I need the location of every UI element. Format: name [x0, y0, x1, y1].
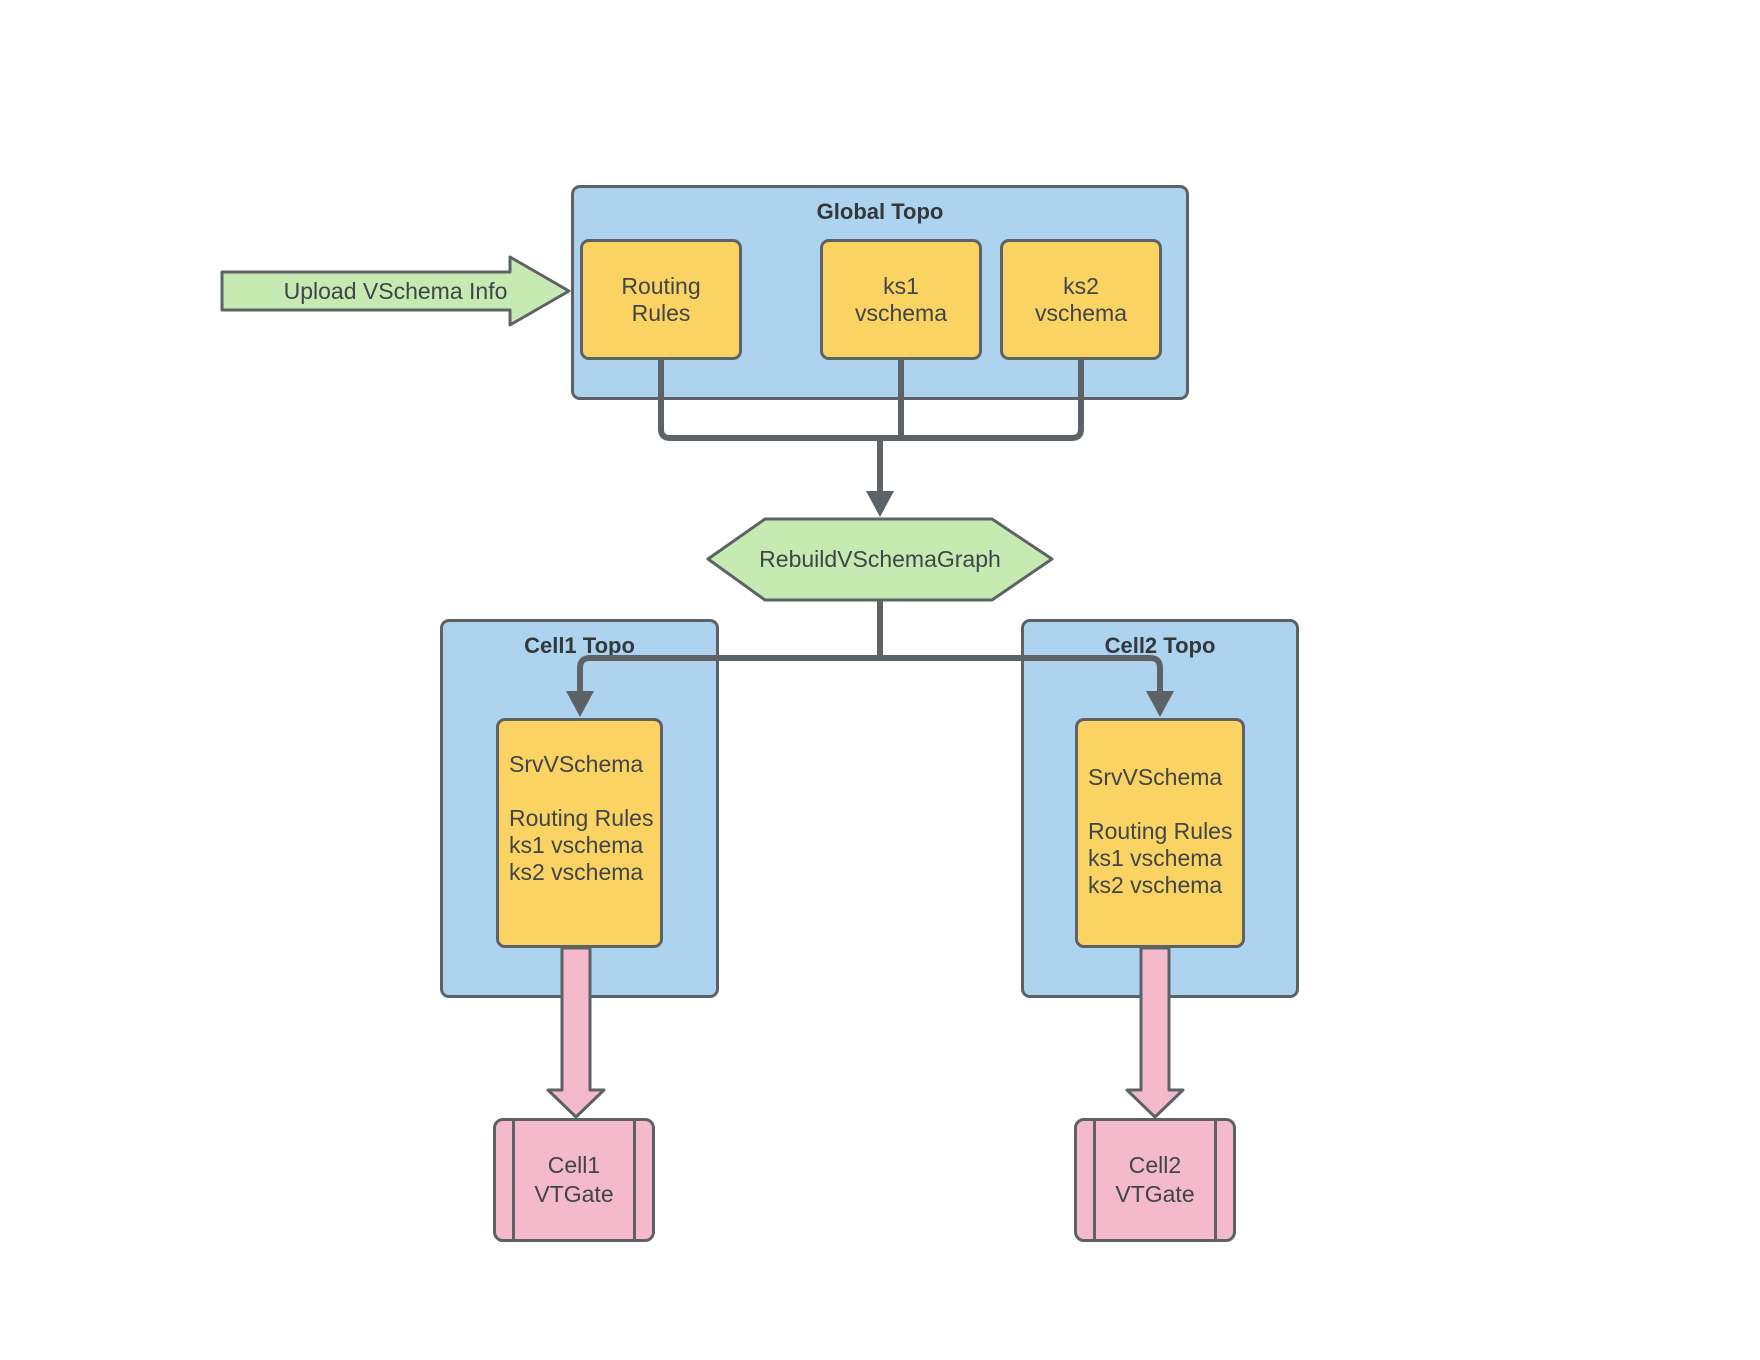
cell1-topo-title: Cell1 Topo — [524, 633, 635, 658]
cell1-vtgate-box: Cell1 VTGate — [493, 1118, 655, 1242]
cell2-topo-title: Cell2 Topo — [1104, 633, 1216, 658]
upload-vschema-arrow-shape — [220, 255, 571, 327]
ks1-vschema-label: ks1 vschema — [854, 272, 948, 326]
vtgate-left-bar — [1093, 1121, 1096, 1239]
cell1-srvvschema-text: SrvVSchema Routing Rules ks1 vschema ks2… — [499, 721, 660, 886]
cell1-vtgate-label: Cell1 VTGate — [534, 1152, 614, 1207]
routing-rules-label: Routing Rules — [621, 272, 701, 326]
arrowhead-to-cell1 — [566, 691, 594, 717]
global-topo-title: Global Topo — [816, 199, 944, 224]
rebuild-hexagon-shape — [706, 517, 1054, 602]
cell1-srvvschema-box: SrvVSchema Routing Rules ks1 vschema ks2… — [496, 718, 663, 948]
arrowhead-to-hexagon — [866, 491, 894, 517]
rebuild-hexagon-label: RebuildVSchemaGraph — [759, 546, 1001, 572]
ks1-vschema-box: ks1 vschema — [820, 239, 982, 360]
vtgate-right-bar — [1214, 1121, 1217, 1239]
upload-vschema-arrow-label: Upload VSchema Info — [283, 277, 508, 304]
vtgate-left-bar — [512, 1121, 515, 1239]
cell2-vtgate-label: Cell2 VTGate — [1115, 1152, 1195, 1207]
cell2-srvvschema-box: SrvVSchema Routing Rules ks1 vschema ks2… — [1075, 718, 1245, 948]
vtgate-right-bar — [633, 1121, 636, 1239]
cell1-vtgate-arrow — [546, 946, 606, 1119]
ks2-vschema-label: ks2 vschema — [1034, 272, 1128, 326]
cell2-srvvschema-text: SrvVSchema Routing Rules ks1 vschema ks2… — [1078, 721, 1242, 899]
routing-rules-box: Routing Rules — [580, 239, 742, 360]
cell2-vtgate-box: Cell2 VTGate — [1074, 1118, 1236, 1242]
ks2-vschema-box: ks2 vschema — [1000, 239, 1162, 360]
arrowhead-to-cell2 — [1146, 691, 1174, 717]
split-horizontal-line — [577, 655, 1163, 694]
merge-connector-outer — [658, 360, 1084, 441]
cell2-vtgate-arrow — [1125, 946, 1185, 1119]
